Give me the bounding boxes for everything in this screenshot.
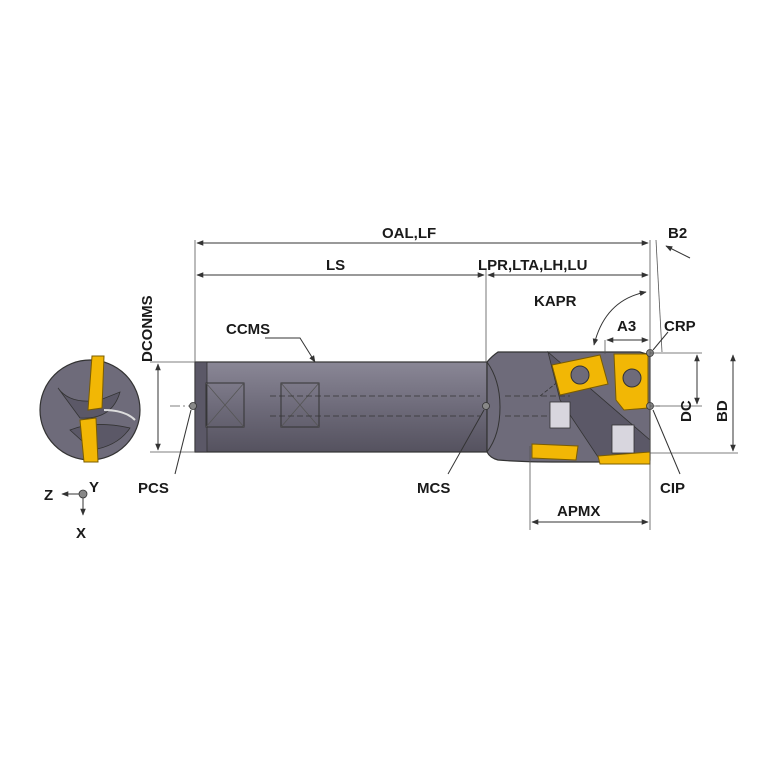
leader-crp [652,331,669,351]
leader-pcs [174,409,192,475]
end-view-coolant-hole [103,409,136,421]
label-a3: A3 [617,318,636,335]
mcs-point [482,402,490,410]
label-dc: DC [678,400,695,422]
leader-mcs [447,409,485,475]
label-ls: LS [326,257,345,274]
shank-flat-1-diag-b [205,382,245,428]
axis-indicator: Z Y X [44,479,99,542]
inserts [531,353,651,465]
end-view [39,355,141,463]
axis-x-label: X [76,525,86,542]
insert-bottom-rear [531,443,579,461]
shank-flat-2-diag-b [280,382,320,428]
axis-origin-point [78,489,88,499]
leader-ccms [265,337,316,363]
label-ccms: CCMS [226,321,270,338]
label-kapr: KAPR [534,293,577,310]
dim-kapr-arc [592,290,647,346]
label-crp: CRP [664,318,696,335]
leader-cip [652,409,681,475]
shank-flat-1 [205,382,245,428]
axis-y-label: Y [89,479,99,496]
head-pocket [611,424,635,454]
label-lpr-lta-lh-lu: LPR,LTA,LH,LU [478,257,587,274]
insert-front-screw [622,368,642,388]
label-apmx: APMX [557,503,600,520]
ext-b2 [655,239,663,353]
axis-z-label: Z [44,487,53,504]
shank-body [194,361,488,453]
label-dconms: DCONMS [139,295,156,362]
end-view-insert-upper [87,355,105,411]
shank-chamfer [194,361,208,453]
head-neck-curve [486,361,501,453]
end-view-insert-lower [79,417,99,463]
shank-flat-2 [280,382,320,428]
pcs-point [189,402,197,410]
label-bd: BD [714,400,731,422]
insert-rear-screw [570,365,590,385]
label-mcs: MCS [417,480,450,497]
shank [194,361,488,453]
label-pcs: PCS [138,480,169,497]
label-b2: B2 [668,225,687,242]
dim-b2-leader [665,245,691,259]
label-cip: CIP [660,480,685,497]
label-oal-lf: OAL,LF [382,225,436,242]
head-coolant-port [549,401,571,429]
